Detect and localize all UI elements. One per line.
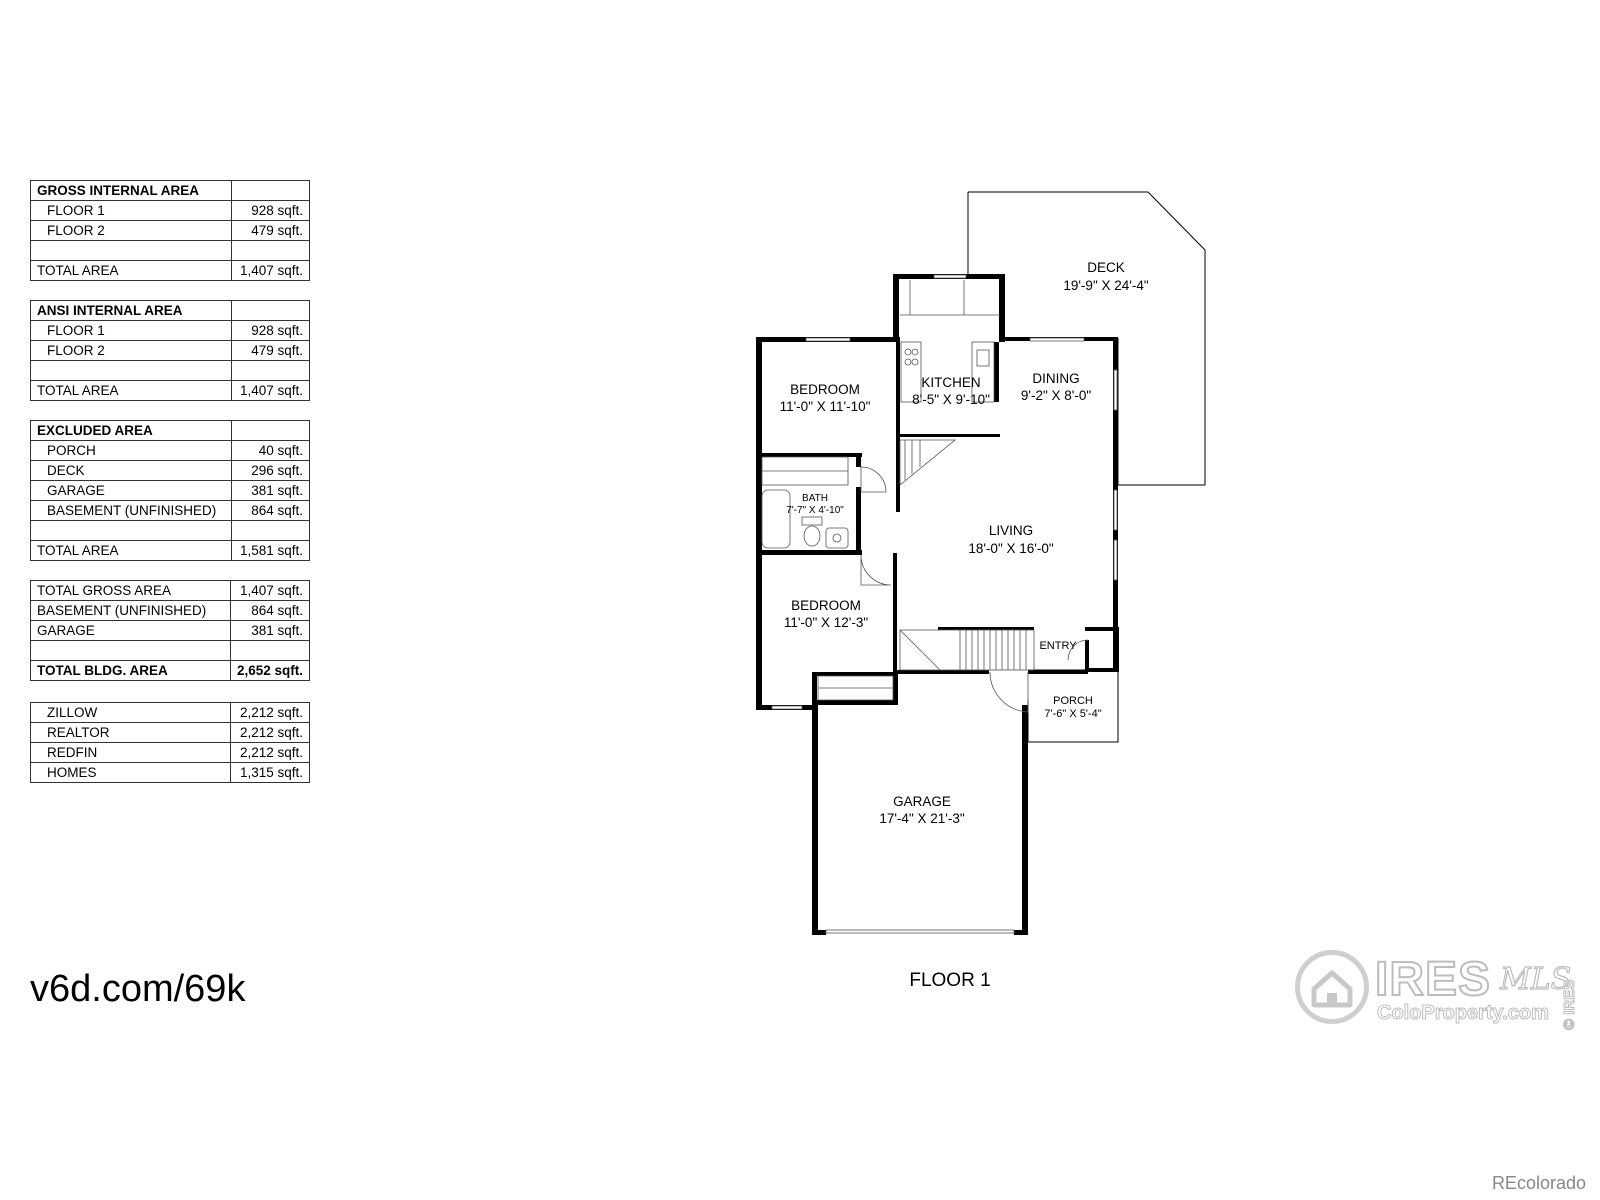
ires-mls-logo: IRES MLS ColoProperty.com © IRES xyxy=(1295,950,1595,1031)
table-row: BASEMENT (UNFINISHED)864 sqft. xyxy=(30,600,311,621)
area-value: 928 sqft. xyxy=(230,320,311,341)
area-value: 381 sqft. xyxy=(229,620,311,641)
garage-dimensions: 17'-4" X 21'-3" xyxy=(879,811,964,826)
dining-dimensions: 9'-2" X 8'-0" xyxy=(1021,388,1091,403)
closets xyxy=(761,456,894,701)
deck-label: DECK xyxy=(1087,260,1125,275)
area-label: TOTAL AREA xyxy=(30,260,232,281)
area-value: 2,652 sqft. xyxy=(229,660,311,681)
area-value: 2,212 sqft. xyxy=(230,722,310,743)
bath-fixtures xyxy=(761,489,849,549)
area-value: 479 sqft. xyxy=(230,220,311,241)
bedroom-1-label: BEDROOM xyxy=(790,382,860,397)
kitchen-fixtures xyxy=(900,280,1000,403)
windows xyxy=(771,274,1118,710)
area-value: 1,407 sqft. xyxy=(230,380,311,401)
area-value: 296 sqft. xyxy=(231,460,310,481)
table-row xyxy=(30,360,311,381)
short-url: v6d.com/69k xyxy=(30,968,246,1010)
area-value: 1,315 sqft. xyxy=(230,762,310,783)
area-label: GARAGE xyxy=(29,480,233,501)
entry-label: ENTRY xyxy=(1039,640,1077,652)
house-icon xyxy=(1295,950,1369,1024)
credit-text: REcolorado xyxy=(1491,1173,1586,1193)
area-label: ANSI INTERNAL AREA xyxy=(30,300,232,321)
area-label: BASEMENT (UNFINISHED) xyxy=(29,500,233,521)
area-label: TOTAL GROSS AREA xyxy=(30,580,231,601)
living-label: LIVING xyxy=(989,523,1033,538)
area-value: 1,407 sqft. xyxy=(230,260,311,281)
bedroom-2-dimensions: 11'-0" X 12'-3" xyxy=(784,615,868,630)
area-label: HOMES xyxy=(29,762,232,783)
logo-vertical-text: © IRES xyxy=(1561,979,1579,1030)
porch-dimensions: 7'-6" X 5'-4" xyxy=(1044,708,1101,720)
bath-label: BATH xyxy=(802,493,828,504)
area-value: 1,581 sqft. xyxy=(231,540,310,561)
area-label: TOTAL BLDG. AREA xyxy=(30,660,231,681)
logo-brand: IRES xyxy=(1374,952,1492,1007)
interior-walls xyxy=(756,337,1034,673)
living-dimensions: 18'-0" X 16'-0" xyxy=(968,541,1053,556)
kitchen-label: KITCHEN xyxy=(921,375,980,390)
table-row: BASEMENT (UNFINISHED)864 sqft. xyxy=(29,500,310,521)
porch-label: PORCH xyxy=(1053,695,1093,707)
table-row: ANSI INTERNAL AREA xyxy=(30,300,311,321)
logo-mls: MLS xyxy=(1499,961,1572,997)
doors xyxy=(860,466,1089,713)
table-row: GROSS INTERNAL AREA xyxy=(30,180,311,201)
bedroom-2-label: BEDROOM xyxy=(791,598,861,613)
bath-dimensions: 7'-7" X 4'-10" xyxy=(786,505,844,516)
area-value: 1,407 sqft. xyxy=(229,580,311,601)
area-value: 864 sqft. xyxy=(231,500,310,521)
kitchen-dimensions: 8'-5" X 9'-10" xyxy=(912,392,990,407)
logo-site: ColoProperty.com xyxy=(1377,1002,1550,1025)
garage-door xyxy=(825,929,1015,934)
area-value: 40 sqft. xyxy=(231,440,310,461)
garage-label: GARAGE xyxy=(893,794,951,809)
stairs xyxy=(899,439,1035,671)
floor-label: FLOOR 1 xyxy=(909,970,991,991)
area-label: FLOOR 1 xyxy=(30,320,232,341)
dining-label: DINING xyxy=(1032,371,1079,386)
bedroom-1-dimensions: 11'-0" X 11'-10" xyxy=(780,399,871,414)
area-label: TOTAL AREA xyxy=(29,540,233,561)
deck-dimensions: 19'-9" X 24'-4" xyxy=(1063,278,1148,293)
area-label: ZILLOW xyxy=(29,702,232,723)
